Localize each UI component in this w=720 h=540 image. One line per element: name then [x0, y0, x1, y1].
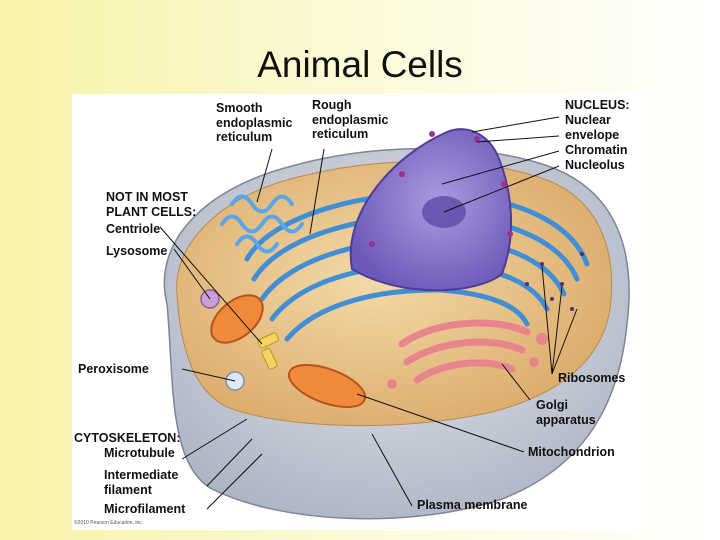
label-smooth-er: Smooth endoplasmic reticulum — [216, 101, 293, 144]
label-microtubule: Microtubule — [104, 446, 175, 460]
label-chromatin: Chromatin — [565, 143, 628, 157]
label-cytoskeleton-heading: CYTOSKELETON: — [74, 431, 181, 445]
label-lysosome: Lysosome — [106, 244, 168, 258]
label-ribosomes: Ribosomes — [558, 371, 626, 385]
ribosomes-dots — [525, 252, 584, 311]
smooth-er-shape — [220, 194, 304, 254]
label-not-in-plant-cells: NOT IN MOST PLANT CELLS: — [106, 190, 197, 219]
label-plasma-membrane: Plasma membrane — [417, 498, 528, 512]
nuclear-pores — [369, 131, 513, 247]
mitochondrion-shape-2 — [287, 363, 367, 409]
label-peroxisome: Peroxisome — [78, 362, 149, 376]
golgi-vesicles — [387, 333, 548, 389]
slide-title: Animal Cells — [257, 44, 463, 85]
label-nuclear-envelope: Nuclear envelope — [565, 113, 620, 142]
copyright-credit: ©2010 Pearson Education, Inc. — [74, 520, 144, 526]
cell-diagram-figure: Smooth endoplasmic reticulum Rough endop… — [72, 94, 650, 530]
label-intermediate-filament: Intermediate filament — [104, 468, 179, 497]
label-nucleus-heading: NUCLEUS: — [565, 98, 630, 112]
label-golgi: Golgi apparatus — [536, 398, 596, 427]
label-nucleolus: Nucleolus — [565, 158, 625, 172]
centriole-shape — [257, 332, 280, 370]
label-mitochondrion: Mitochondrion — [528, 445, 615, 459]
label-centriole: Centriole — [106, 222, 161, 236]
label-rough-er: Rough endoplasmic reticulum — [312, 98, 389, 141]
leader-lines — [159, 116, 578, 510]
mitochondrion-shape-1 — [210, 294, 264, 344]
label-microfilament: Microfilament — [104, 502, 186, 516]
cell-illustration — [159, 116, 630, 520]
